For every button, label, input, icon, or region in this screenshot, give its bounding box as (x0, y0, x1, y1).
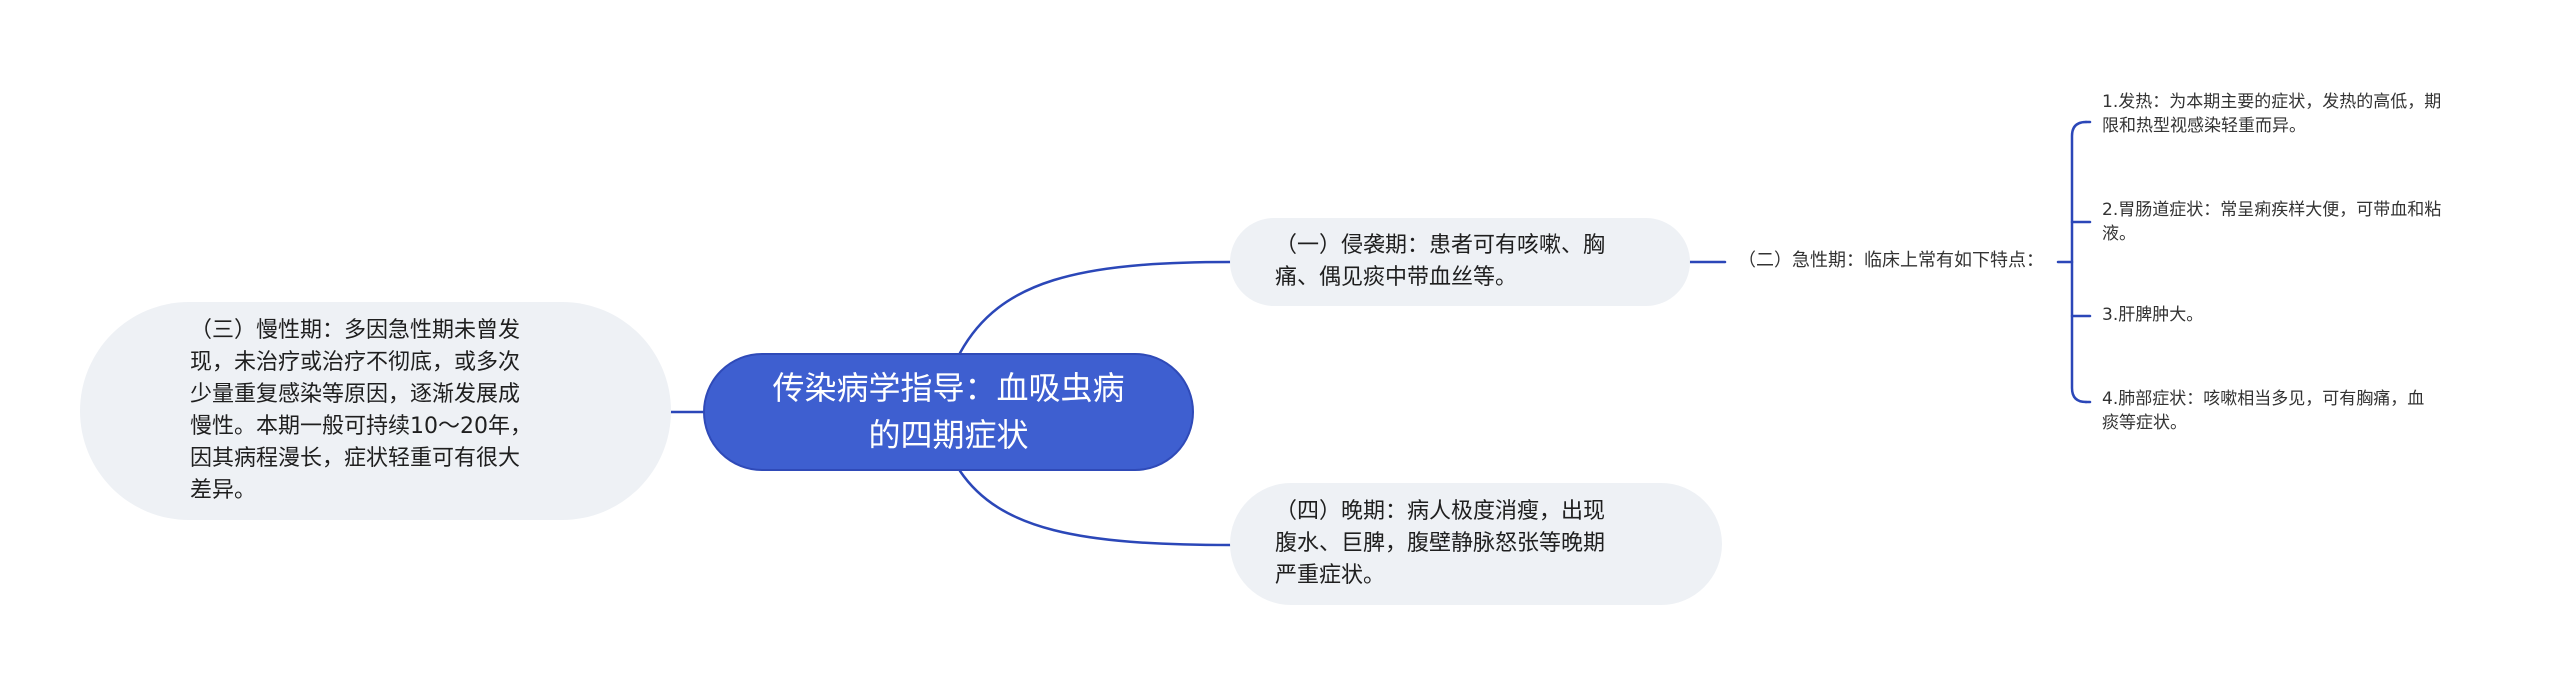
acute-point-label: 2.胃肠道症状：常呈痢疾样大便，可带血和粘 液。 (2102, 200, 2442, 244)
acute-point-pulmonary[interactable]: 4.肺部症状：咳嗽相当多见，可有胸痛，血 痰等症状。 (2102, 385, 2502, 437)
stage-late-label: （四）晚期：病人极度消瘦，出现 腹水、巨脾，腹壁静脉怒张等晚期 严重症状。 (1275, 499, 1606, 588)
acute-point-hepatosplenomegaly[interactable]: 3.肝脾肿大。 (2102, 301, 2502, 329)
central-topic-label: 传染病学指导：血吸虫病 的四期症状 (772, 369, 1125, 454)
acute-point-gastrointestinal[interactable]: 2.胃肠道症状：常呈痢疾样大便，可带血和粘 液。 (2102, 196, 2502, 248)
stage-late-node[interactable]: （四）晚期：病人极度消瘦，出现 腹水、巨脾，腹壁静脉怒张等晚期 严重症状。 (1230, 483, 1722, 605)
stage-acute-label: （二）急性期：临床上常有如下特点： (1738, 250, 2044, 271)
acute-point-label: 4.肺部症状：咳嗽相当多见，可有胸痛，血 痰等症状。 (2102, 389, 2425, 433)
acute-point-label: 3.肝脾肿大。 (2102, 305, 2204, 325)
stage-chronic-label: （三）慢性期：多因急性期未曾发 现，未治疗或治疗不彻底，或多次 少量重复感染等原… (190, 318, 532, 503)
central-topic[interactable]: 传染病学指导：血吸虫病 的四期症状 (703, 353, 1194, 471)
connector-central-to-late (958, 469, 1232, 547)
acute-point-label: 1.发热：为本期主要的症状，发热的高低，期 限和热型视感染轻重而异。 (2102, 92, 2442, 136)
stage-invasion-label: （一）侵袭期：患者可有咳嗽、胸 痛、偶见痰中带血丝等。 (1275, 233, 1606, 290)
stage-chronic-node[interactable]: （三）慢性期：多因急性期未曾发 现，未治疗或治疗不彻底，或多次 少量重复感染等原… (80, 302, 671, 520)
connector-bracket (2070, 120, 2088, 404)
acute-point-fever[interactable]: 1.发热：为本期主要的症状，发热的高低，期 限和热型视感染轻重而异。 (2102, 88, 2502, 140)
connector-central-to-invasion (958, 260, 1232, 355)
stage-invasion-node[interactable]: （一）侵袭期：患者可有咳嗽、胸 痛、偶见痰中带血丝等。 (1230, 218, 1690, 306)
stage-acute-node[interactable]: （二）急性期：临床上常有如下特点： (1738, 247, 2048, 275)
